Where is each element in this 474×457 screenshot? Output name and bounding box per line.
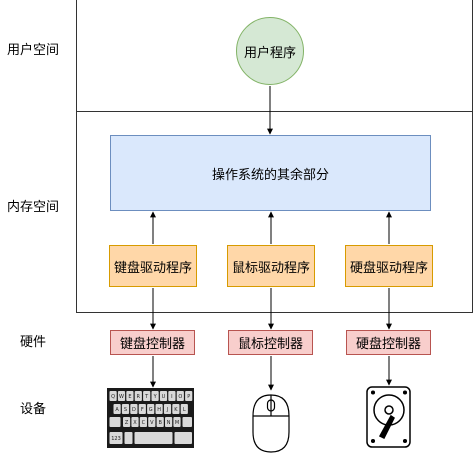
key-h-label: H [157,407,161,413]
key-k-label: K [174,407,178,413]
key-d [130,404,138,414]
key-j-label: J [166,407,168,413]
key-u [159,391,168,401]
key-e-label: E [128,394,131,400]
key-c-label: C [142,420,146,426]
key-j [163,404,172,414]
os-rest-node: 操作系统的其余部分 [110,135,431,211]
key-s [121,404,130,414]
key-l-label: L [183,407,186,413]
key-a-label: A [115,407,119,413]
backspace-key [182,417,192,427]
key-z [123,417,131,427]
key-w [117,391,126,401]
globe-key [124,432,133,444]
row-label-devices: 设备 [20,402,47,417]
key-f-label: F [141,407,144,413]
key-a [113,404,121,414]
mouse-driver-node: 鼠标驱动程序 [227,245,315,287]
key-i [168,391,176,401]
key-g [147,404,155,414]
key-k [172,404,180,414]
keyboard-controller-node: 键盘控制器 [110,330,195,355]
key-p [185,391,193,401]
disk-driver-node: 硬盘驱动程序 [345,245,433,287]
key-u-label: U [162,394,166,400]
key-w-label: W [119,394,124,400]
key-r-label: R [137,394,141,400]
kernel-space-region [76,111,473,313]
key-y [151,391,159,401]
key-m-label: M [175,420,179,426]
keyboard-driver-node: 键盘驱动程序 [109,245,197,287]
space-key [134,432,173,444]
key-y-label: Y [153,394,158,400]
number-key-label: 123 [111,436,121,442]
mouse-icon [252,394,290,453]
key-d-label: D [132,407,136,413]
key-v [148,417,156,427]
key-g-label: G [149,407,153,413]
disk-controller-node: 硬盘控制器 [346,330,431,355]
key-x-label: X [133,420,137,426]
key-x [131,417,139,427]
key-b [156,417,164,427]
key-b-label: B [158,420,162,426]
key-s-label: S [124,407,127,413]
number-key [109,432,123,444]
key-n [165,417,173,427]
key-t-label: T [144,394,149,400]
key-l [180,404,188,414]
key-t [143,391,151,401]
row-label-user-space: 用户空间 [7,43,60,58]
key-q-label: Q [111,394,115,400]
mouse-controller-node: 鼠标控制器 [228,330,313,355]
key-e [126,391,134,401]
return-key [174,432,192,444]
key-h [155,404,163,414]
key-n-label: N [167,420,171,426]
key-m [173,417,181,427]
row-label-kernel-space: 内存空间 [7,200,60,215]
shift-key [109,417,121,427]
key-z-label: Z [125,420,129,426]
key-i-label: I [171,394,172,400]
key-f [138,404,146,414]
key-r [134,391,142,401]
key-o [176,391,184,401]
hard-disk-icon [366,386,411,448]
user-program-node: 用户程序 [236,17,304,85]
key-o-label: O [178,394,182,400]
key-c [139,417,147,427]
key-v-label: V [150,420,154,426]
key-q [109,391,117,401]
row-label-hardware: 硬件 [20,335,47,350]
key-p-label: P [187,394,190,400]
